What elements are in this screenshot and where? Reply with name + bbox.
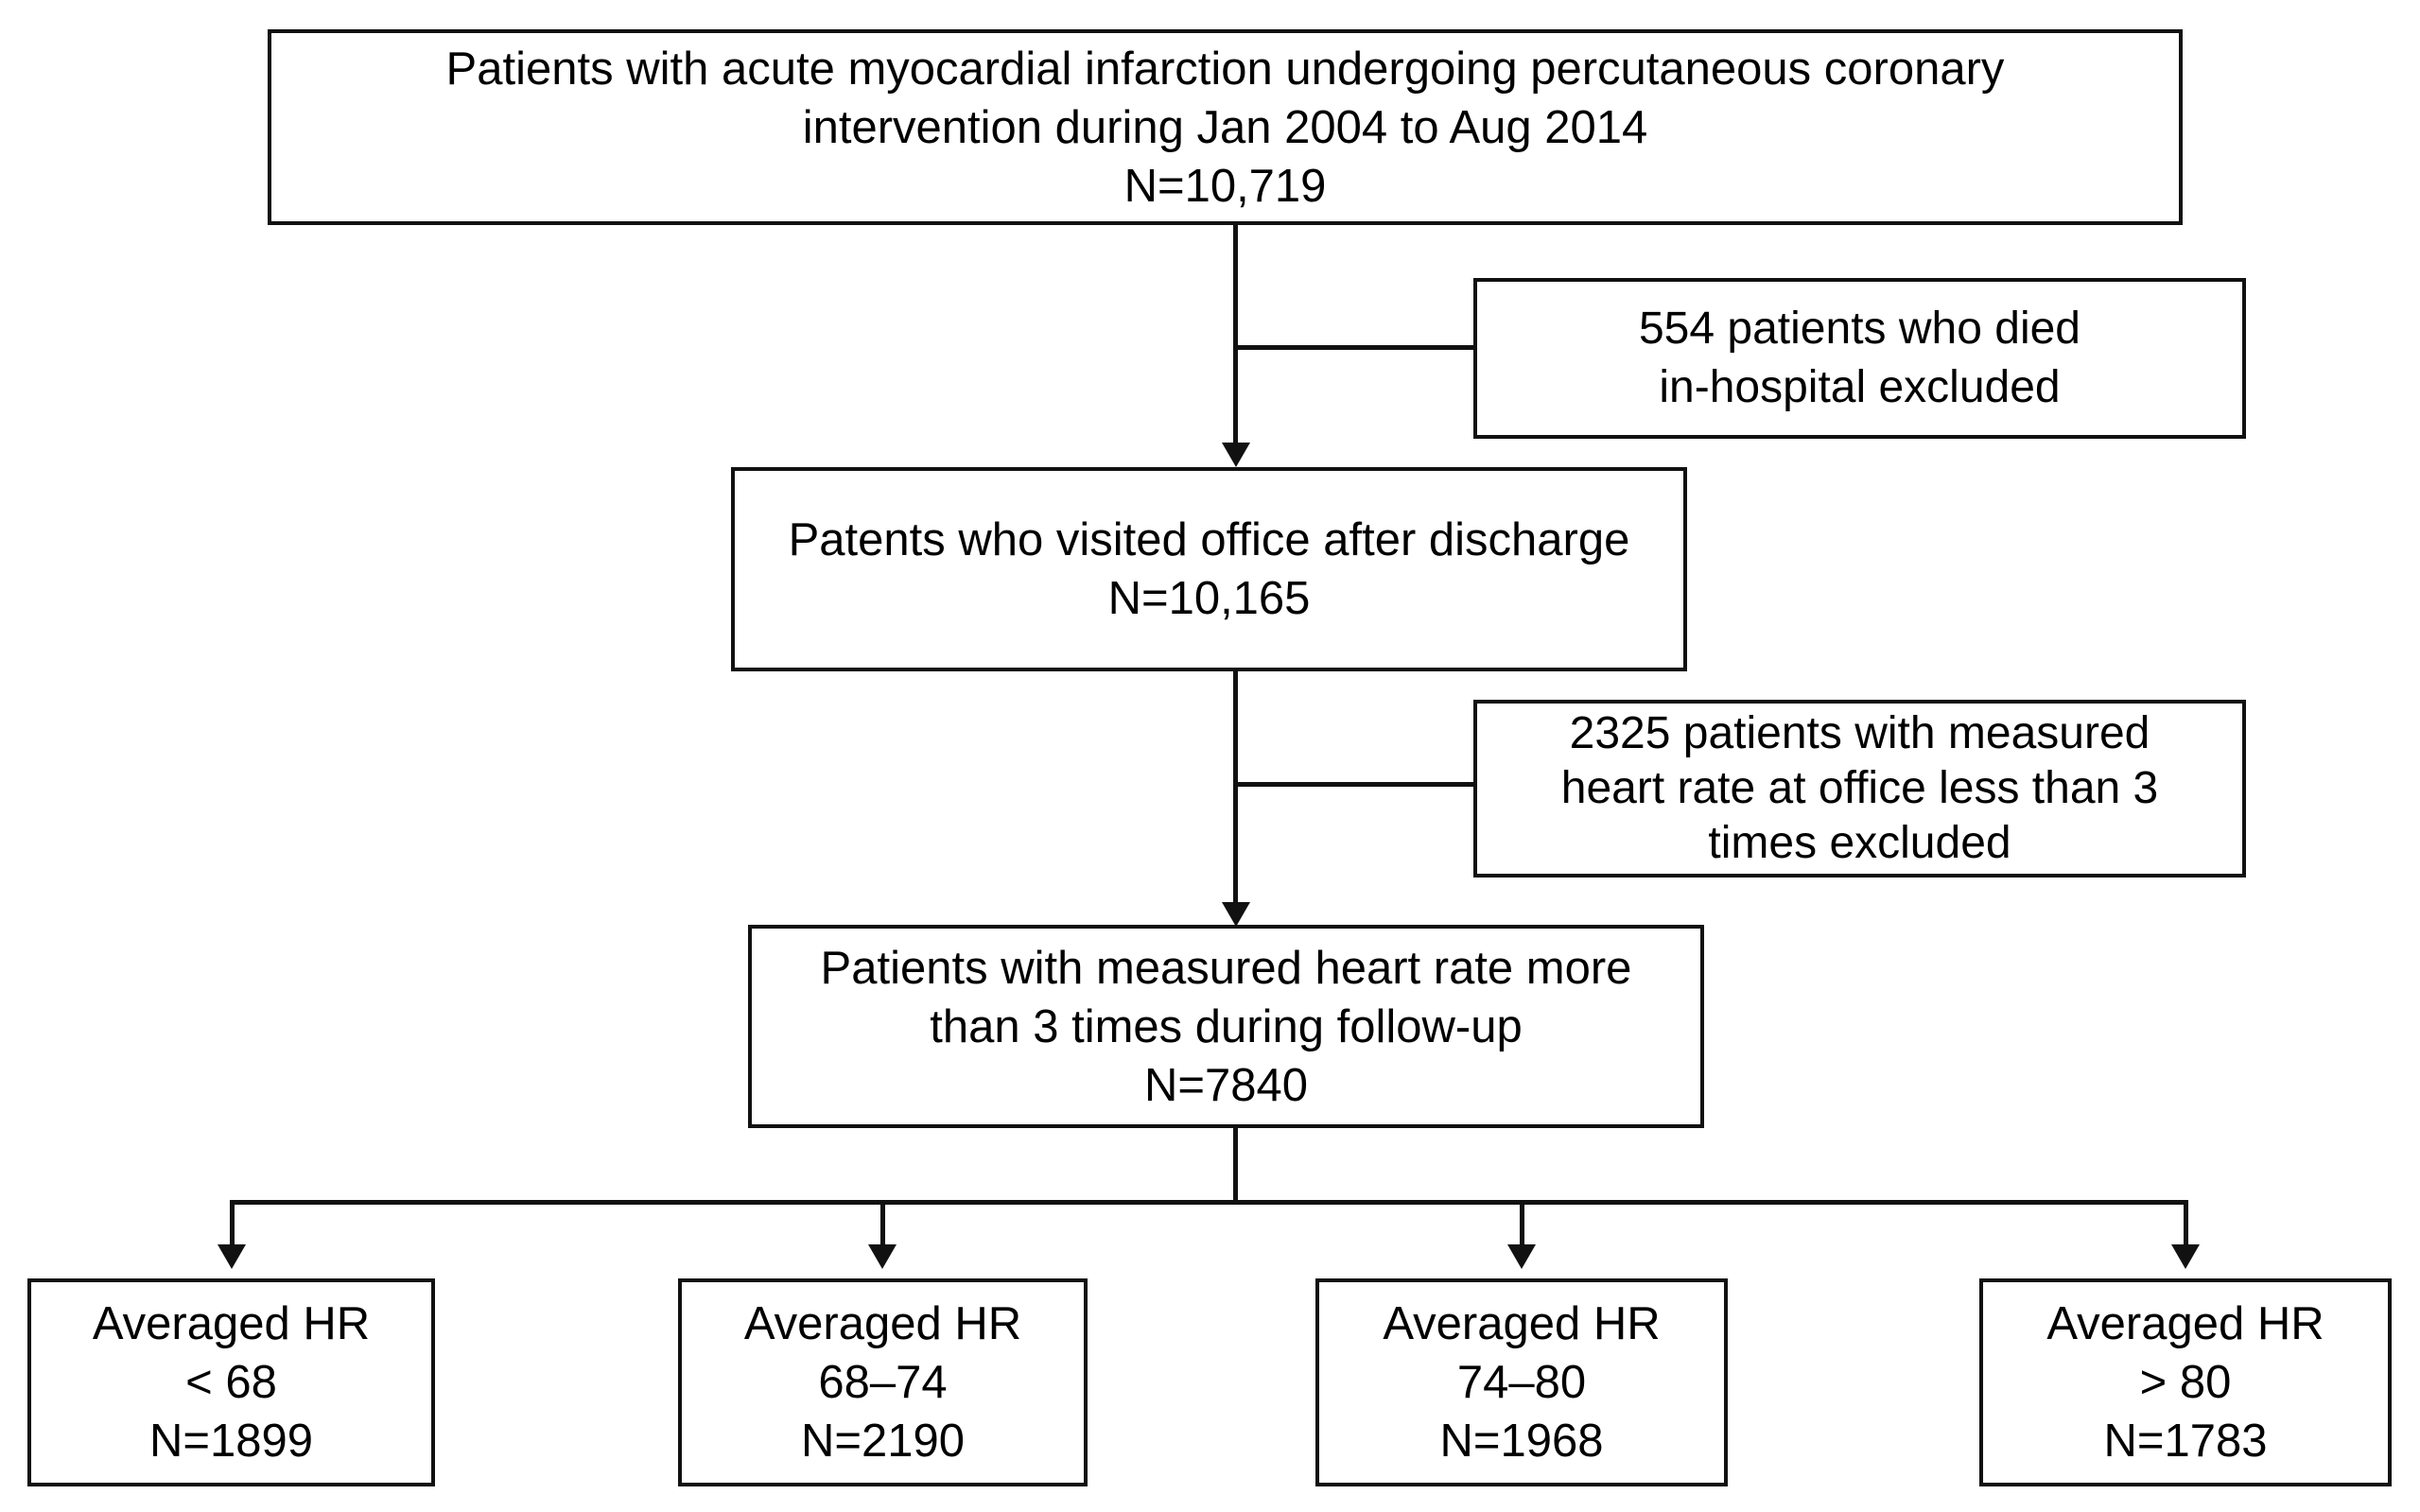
arrowhead-group-2 — [868, 1244, 897, 1269]
node-visited-office: Patents who visited office after dischar… — [731, 467, 1687, 671]
node-excluded-death-line-2: in-hospital excluded — [1659, 362, 2061, 412]
node-excluded-hr-line-3: times excluded — [1708, 818, 2011, 868]
connector-enrolled-to-visited — [1233, 225, 1238, 444]
arrowhead-group-1 — [218, 1244, 246, 1269]
node-excluded-hr-line-1: 2325 patients with measured — [1569, 708, 2150, 758]
arrowhead-to-visited — [1222, 443, 1250, 467]
node-enrolled-line-2: intervention during Jan 2004 to Aug 2014 — [802, 101, 1648, 153]
node-measured-line-1: Patients with measured heart rate more — [820, 942, 1632, 994]
connector-branch-to-death-exclusion — [1233, 345, 1475, 350]
node-excluded-hr-line-2: heart rate at office less than 3 — [1560, 763, 2159, 813]
node-excluded-insufficient-hr-measurements: 2325 patients with measured heart rate a… — [1473, 700, 2246, 878]
connector-split-bar — [230, 1200, 2187, 1205]
arrowhead-group-3 — [1507, 1244, 1536, 1269]
group-1-count: N=1899 — [148, 1416, 313, 1467]
connector-drop-group-4 — [2184, 1200, 2188, 1249]
node-excluded-death-line-1: 554 patients who died — [1638, 304, 2081, 354]
node-measured-heart-rate: Patients with measured heart rate more t… — [748, 925, 1704, 1128]
node-visited-count: N=10,165 — [1107, 573, 1311, 624]
group-3-title: Averaged HR — [1383, 1298, 1661, 1349]
group-3-range: 74–80 — [1456, 1357, 1587, 1408]
node-visited-line-1: Patents who visited office after dischar… — [788, 514, 1630, 565]
node-enrolled-line-1: Patients with acute myocardial infarctio… — [445, 43, 2005, 95]
arrowhead-to-measured — [1222, 902, 1250, 927]
node-enrolled-count: N=10,719 — [1123, 160, 1327, 212]
connector-drop-group-3 — [1520, 1200, 1524, 1249]
node-measured-count: N=7840 — [1143, 1059, 1308, 1111]
node-measured-line-2: than 3 times during follow-up — [930, 1000, 1523, 1052]
group-4-count: N=1783 — [2103, 1416, 2268, 1467]
group-2-range: 68–74 — [818, 1357, 948, 1408]
group-2-count: N=2190 — [800, 1416, 965, 1467]
group-1-range: < 68 — [185, 1357, 277, 1408]
node-enrolled-cohort: Patients with acute myocardial infarctio… — [268, 29, 2183, 225]
connector-branch-to-hr-exclusion — [1233, 782, 1475, 787]
node-group-hr-over-80: Averaged HR > 80 N=1783 — [1979, 1278, 2392, 1486]
group-4-range: > 80 — [2139, 1357, 2232, 1408]
node-excluded-in-hospital-death: 554 patients who died in-hospital exclud… — [1473, 278, 2246, 439]
connector-drop-group-1 — [230, 1200, 235, 1249]
connector-visited-to-measured — [1233, 671, 1238, 906]
group-4-title: Averaged HR — [2046, 1298, 2324, 1349]
group-2-title: Averaged HR — [743, 1298, 1022, 1349]
node-group-hr-under-68: Averaged HR < 68 N=1899 — [27, 1278, 435, 1486]
arrowhead-group-4 — [2171, 1244, 2200, 1269]
connector-measured-to-split — [1233, 1128, 1238, 1204]
group-1-title: Averaged HR — [92, 1298, 371, 1349]
connector-drop-group-2 — [880, 1200, 885, 1249]
group-3-count: N=1968 — [1439, 1416, 1604, 1467]
node-group-hr-68-74: Averaged HR 68–74 N=2190 — [678, 1278, 1088, 1486]
node-group-hr-74-80: Averaged HR 74–80 N=1968 — [1315, 1278, 1728, 1486]
